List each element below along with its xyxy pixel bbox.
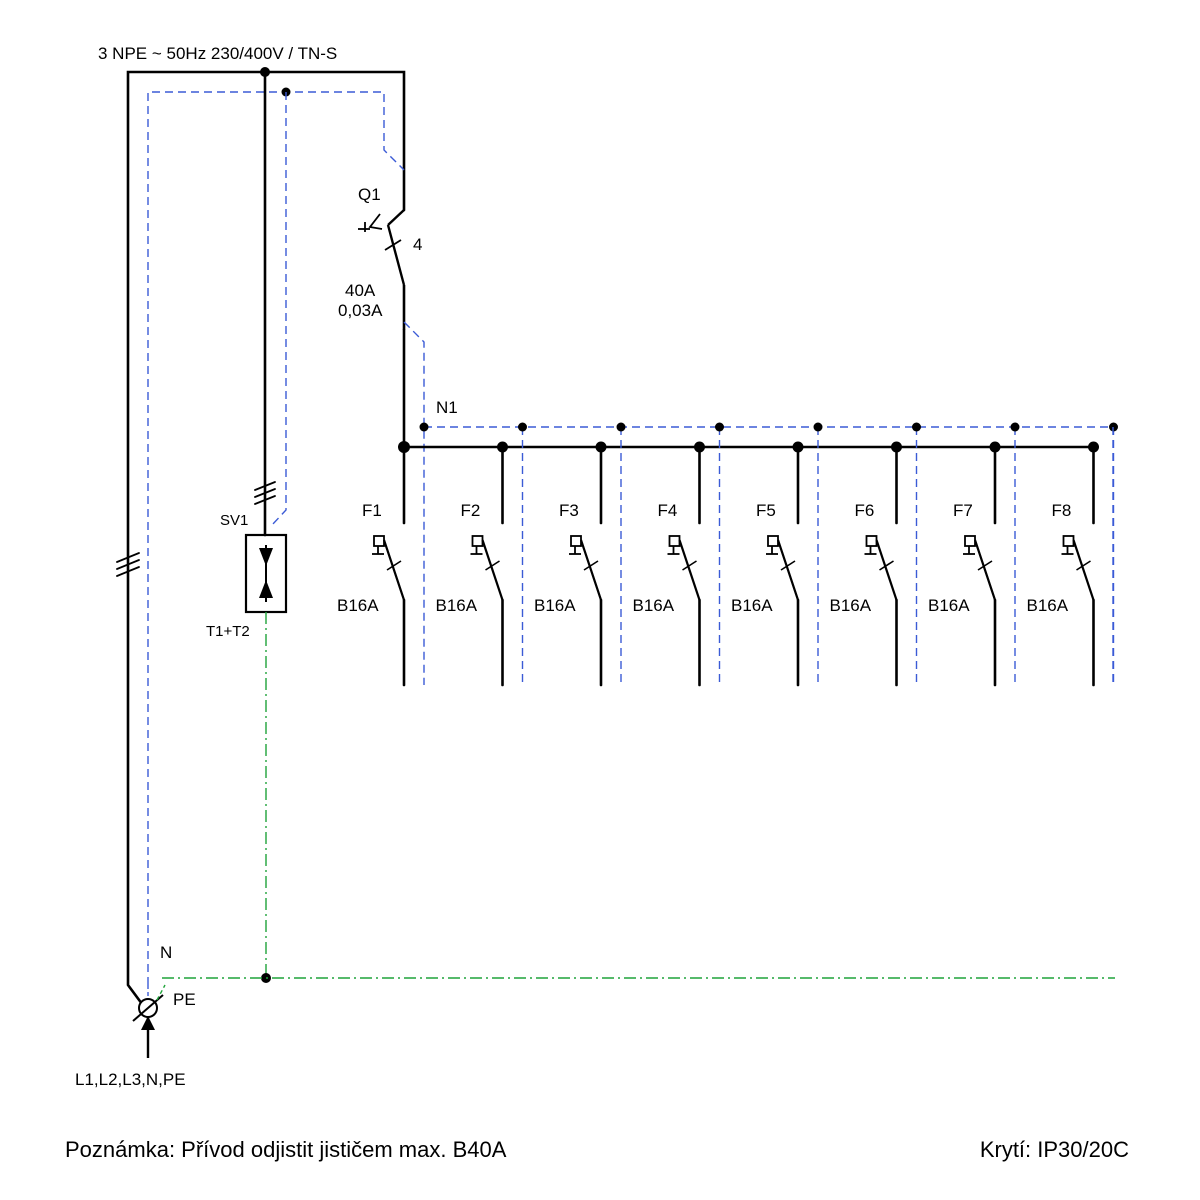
breaker-switch-icon [667,535,701,601]
input-terminal-icon [132,984,166,1058]
main-switch-rating: 40A [345,281,376,300]
phase-bus-dot [891,441,902,453]
phase-bus-start-dot [398,441,410,453]
phase-bus-dot [497,441,508,453]
supply-pole-ticks [116,552,140,577]
breaker-rating: B16A [1027,596,1069,615]
phase-bus-dot [694,441,705,453]
neutral-bus-dot [518,422,527,432]
main-switch-name: Q1 [358,185,381,204]
switch-neutral-out-wire [403,321,425,685]
breaker-switch-icon [569,535,603,601]
breaker-name: F4 [658,501,678,520]
breaker-switch-icon [864,535,898,601]
supply-phase-wire [126,70,406,1014]
supply-pe-label: PE [173,990,196,1009]
breaker-switch-icon [1061,535,1095,601]
breaker-name: F7 [953,501,973,520]
breakers-group: F1B16AF2B16AF3B16AF4B16AF5B16AF6B16AF7B1… [337,422,1118,687]
supply-neutral-wire [147,91,405,985]
main-switch-residual: 0,03A [338,301,383,320]
neutral-bus-label: N1 [436,398,458,417]
breaker-rating: B16A [436,596,478,615]
surge-name: SV1 [220,512,248,529]
phase-bus-dot [595,441,607,453]
breaker-switch-icon [766,535,800,601]
neutral-bus-dot [813,422,823,432]
phase-bus-dot [989,441,1001,453]
breaker-rating: B16A [534,596,576,615]
breaker-switch-icon [963,535,997,601]
neutral-bus-dot [419,422,429,432]
breaker-switch-icon [470,535,504,601]
supply-title: 3 NPE ~ 50Hz 230/400V / TN-S [98,44,337,63]
neutral-bus-dot [715,422,724,432]
phase-bus-dot [1088,441,1099,453]
breaker-name: F8 [1052,501,1072,520]
breaker-rating: B16A [830,596,872,615]
breaker-name: F3 [559,501,579,520]
supply-n-label: N [160,943,172,962]
surge-pole-ticks [254,481,276,505]
breaker-name: F5 [756,501,776,520]
breaker-rating: B16A [928,596,970,615]
phase-bus-dot [792,441,804,453]
surge-neutral-wire [271,92,287,526]
breaker-rating: B16A [337,596,379,615]
breaker-name: F1 [362,501,382,520]
main-switch-poles: 4 [413,235,422,254]
breaker-rating: B16A [633,596,675,615]
supply-input-label: L1,L2,L3,N,PE [75,1070,186,1089]
surge-arrows-icon [259,545,273,602]
breaker-rating: B16A [731,596,773,615]
footer-note: Poznámka: Přívod odjistit jističem max. … [65,1137,507,1162]
breaker-name: F6 [855,501,875,520]
neutral-bus-dot [1010,422,1020,432]
breaker-switch-icon [372,535,406,601]
breaker-name: F2 [461,501,481,520]
neutral-bus-dot [912,422,921,432]
surge-type: T1+T2 [206,623,250,640]
footer-protection: Krytí: IP30/20C [980,1137,1129,1162]
neutral-bus-dot [616,422,626,432]
